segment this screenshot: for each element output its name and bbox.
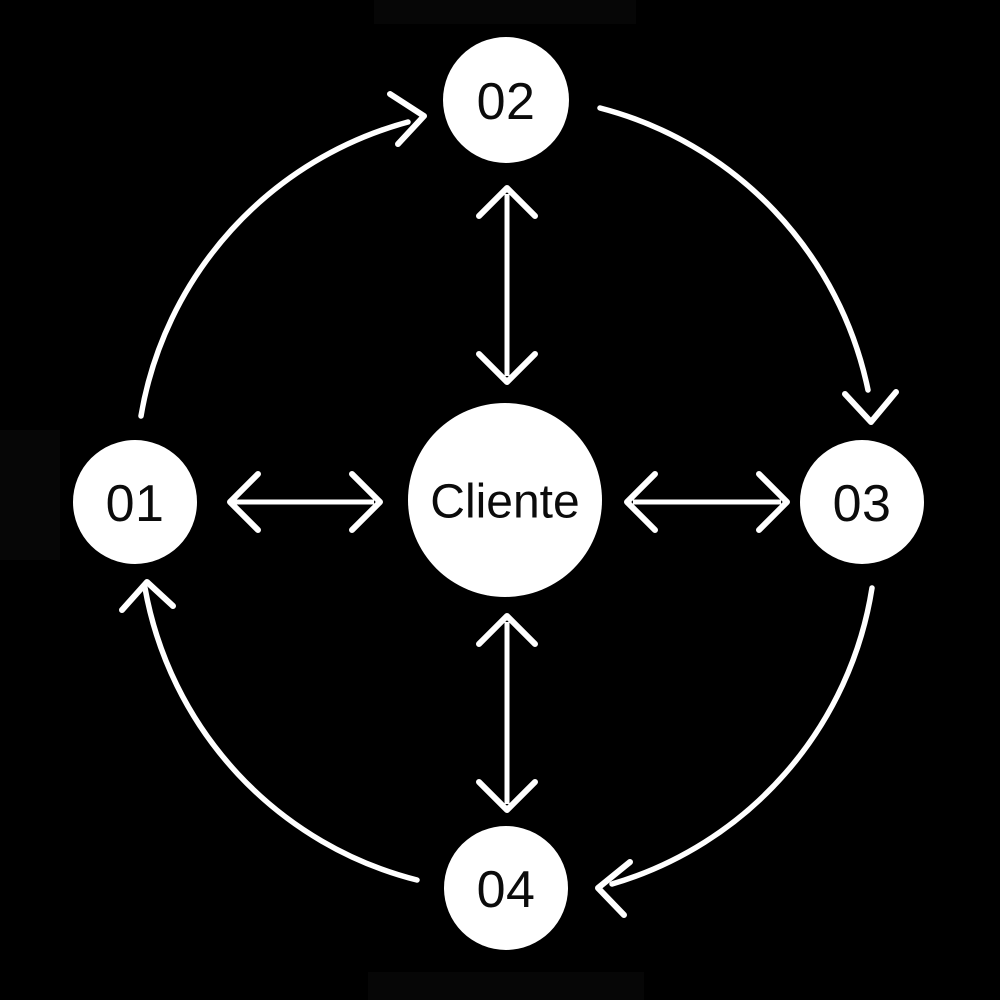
node-step-03-label: 03 [833,475,892,533]
spoke-01-cliente [227,471,383,533]
node-step-01-label: 01 [106,475,165,533]
node-hub-cliente[interactable]: Cliente [408,403,602,597]
node-hub-cliente-circle[interactable] [408,403,602,597]
arc-02-to-03-arrowhead [842,389,899,425]
spoke-cliente-03-arrowhead-right [756,471,790,533]
spoke-02-cliente-arrowhead-top [476,185,538,219]
spoke-cliente-04 [476,613,538,813]
arc-03-to-04-arrowhead [595,859,633,918]
spoke-cliente-04-arrowhead-top [476,613,538,647]
spoke-cliente-03 [624,471,790,533]
node-step-01-circle[interactable] [73,440,197,564]
arc-01-to-02-line [138,119,411,419]
arc-01-to-02-arrowhead [387,91,427,147]
arc-03-to-04 [595,585,875,918]
arc-03-to-04-line [609,585,875,887]
arc-04-to-01-arrowhead [119,579,176,613]
arc-04-to-01 [119,579,420,883]
node-step-01[interactable]: 01 [73,440,197,564]
node-hub-cliente-label: Cliente [430,476,579,529]
node-step-04[interactable]: 04 [444,826,568,950]
node-step-02-circle[interactable] [443,37,569,163]
node-step-02[interactable]: 02 [443,37,569,163]
spoke-cliente-04-arrowhead-bottom [476,779,538,813]
arc-02-to-03 [597,105,899,425]
node-step-04-circle[interactable] [444,826,568,950]
node-step-02-label: 02 [477,73,536,131]
spoke-01-cliente-arrowhead-left [227,471,261,533]
spoke-01-cliente-arrowhead-right [349,471,383,533]
arc-01-to-02 [138,91,427,419]
spoke-02-cliente [476,185,538,385]
spoke-02-cliente-arrowhead-bottom [476,351,538,385]
spoke-cliente-03-arrowhead-left [624,471,658,533]
node-step-04-label: 04 [477,861,536,919]
arc-04-to-01-line [142,585,420,883]
arc-02-to-03-line [597,105,871,393]
node-step-03[interactable]: 03 [800,440,924,564]
node-step-03-circle[interactable] [800,440,924,564]
